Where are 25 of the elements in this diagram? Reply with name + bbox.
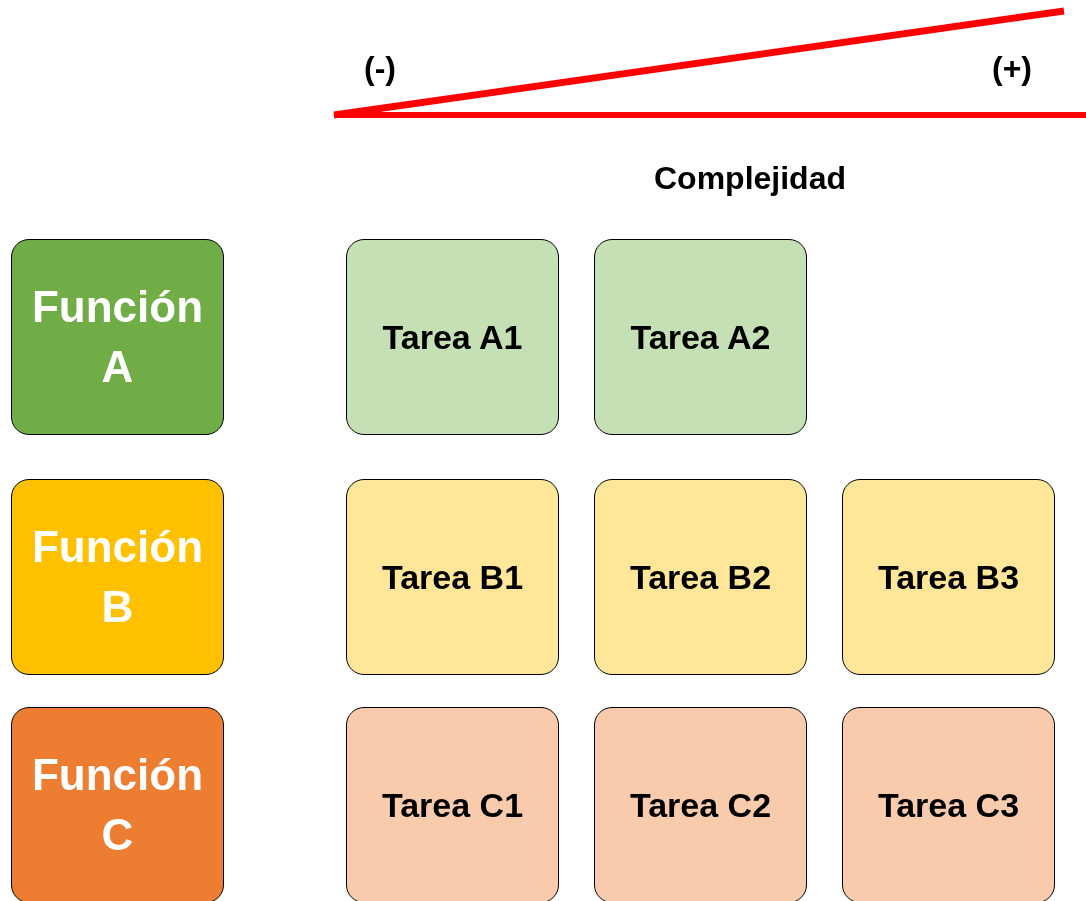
function-box: [11, 707, 224, 901]
task-box: [346, 239, 559, 435]
node-label: Tarea A2: [630, 317, 771, 358]
node-label: Tarea B3: [877, 557, 1020, 598]
axis-label: Complejidad: [653, 159, 847, 198]
axis-label: (-): [363, 49, 397, 88]
axis-label: (+): [991, 49, 1033, 88]
node-label: Tarea C1: [381, 785, 524, 826]
node-label: Función B: [30, 521, 205, 633]
node-label: Tarea B1: [381, 557, 524, 598]
task-box: [842, 479, 1055, 675]
function-box: [11, 479, 224, 675]
node-label: Tarea C3: [877, 785, 1020, 826]
node-label: Tarea C2: [629, 785, 772, 826]
task-box: [346, 479, 559, 675]
task-box: [594, 479, 807, 675]
function-box: [11, 239, 224, 435]
node-label: Tarea A1: [382, 317, 523, 358]
task-box: [842, 707, 1055, 901]
task-box: [594, 707, 807, 901]
node-label: Tarea B2: [629, 557, 772, 598]
node-label: Función A: [30, 281, 205, 393]
task-box: [346, 707, 559, 901]
task-box: [594, 239, 807, 435]
node-label: Función C: [30, 749, 205, 861]
